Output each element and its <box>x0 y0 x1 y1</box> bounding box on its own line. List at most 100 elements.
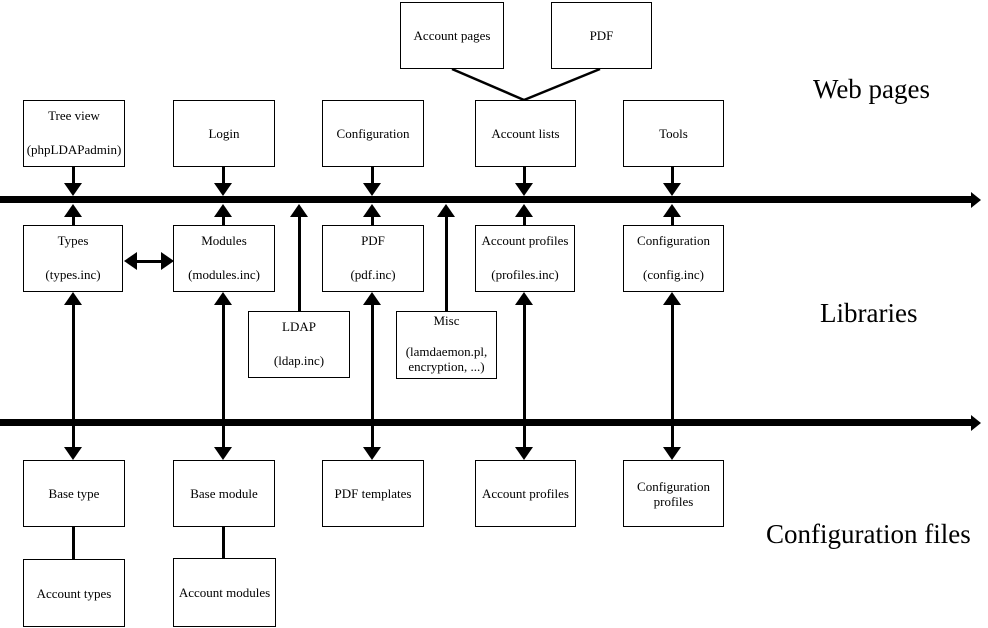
connector-bus-to-configuration-lib <box>671 217 674 225</box>
arrowhead-up-icon <box>515 292 533 305</box>
node-account-modules: Account modules <box>173 558 276 627</box>
node-account-profiles-file: Account profiles <box>475 460 576 527</box>
node-tree-view-subtitle: (phpLDAPadmin) <box>26 142 122 157</box>
arrowhead-down-icon <box>363 447 381 460</box>
arrowhead-down-icon <box>663 183 681 196</box>
node-ldap: LDAP (ldap.inc) <box>248 311 350 378</box>
connector-tree-view-to-bus <box>72 167 75 183</box>
arrowhead-down-icon <box>214 447 232 460</box>
arrowhead-up-icon <box>663 204 681 217</box>
node-account-types-label: Account types <box>36 585 112 601</box>
arrowhead-up-icon <box>663 292 681 305</box>
bus-web-to-libraries <box>0 196 971 203</box>
connector-login-to-bus <box>222 167 225 183</box>
node-configuration-profiles: Configuration profiles <box>623 460 724 527</box>
connector-bus-to-modules <box>222 217 225 225</box>
connector-profiles-lib-to-profiles-file <box>523 305 526 447</box>
arrowhead-up-icon <box>437 204 455 217</box>
node-misc-title: Misc <box>433 313 460 328</box>
arrowhead-up-icon <box>214 292 232 305</box>
node-account-lists-label: Account lists <box>491 126 560 141</box>
node-configuration-lib: Configuration (config.inc) <box>623 225 724 292</box>
arrowhead-right-icon <box>161 252 174 270</box>
arrowhead-down-icon <box>663 447 681 460</box>
layer-label-libraries: Libraries <box>820 298 918 328</box>
connector-tools-to-bus <box>671 167 674 183</box>
connector-base-type-to-account-types <box>72 527 75 559</box>
arrowhead-up-icon <box>64 204 82 217</box>
connector-modules-to-base-module <box>222 305 225 447</box>
node-base-module-label: Base module <box>190 486 258 501</box>
node-pdf-templates: PDF templates <box>322 460 424 527</box>
connector-pdf-to-pdf-templates <box>371 305 374 447</box>
connector-bus-to-account-profiles <box>523 217 526 225</box>
connector-configuration-to-bus <box>371 167 374 183</box>
node-account-profiles-file-label: Account profiles <box>481 486 569 501</box>
node-base-module: Base module <box>173 460 275 527</box>
arrowhead-down-icon <box>214 183 232 196</box>
node-modules-title: Modules <box>201 233 247 248</box>
node-configuration-page-label: Configuration <box>336 126 410 141</box>
node-types: Types (types.inc) <box>23 225 123 292</box>
connector-config-lib-to-config-profiles <box>671 305 674 447</box>
connector-bus-to-ldap <box>298 217 301 311</box>
node-pdf-page: PDF <box>551 2 652 69</box>
node-ldap-title: LDAP <box>282 319 316 334</box>
diagonal-links-to-account-lists <box>451 67 601 102</box>
node-pdf-lib-subtitle: (pdf.inc) <box>350 267 396 282</box>
node-login: Login <box>173 100 275 167</box>
arrowhead-up-icon <box>214 204 232 217</box>
node-account-types: Account types <box>23 559 125 627</box>
node-configuration-page: Configuration <box>322 100 424 167</box>
node-base-type-label: Base type <box>48 486 100 501</box>
node-account-pages-label: Account pages <box>413 28 491 43</box>
node-tree-view-title: Tree view <box>48 108 100 123</box>
connector-types-to-base-type <box>72 305 75 447</box>
node-tools-label: Tools <box>659 126 688 141</box>
node-base-type: Base type <box>23 460 125 527</box>
bus-web-to-libraries-arrow-tip-icon <box>971 192 981 208</box>
node-types-title: Types <box>57 233 89 248</box>
arrowhead-down-icon <box>515 447 533 460</box>
node-ldap-subtitle: (ldap.inc) <box>273 353 325 368</box>
arrowhead-up-icon <box>515 204 533 217</box>
connector-bus-to-types <box>72 217 75 225</box>
layer-label-configuration-files: Configuration files <box>766 519 971 549</box>
node-account-profiles-lib-subtitle: (profiles.inc) <box>491 267 559 282</box>
connector-account-lists-to-bus <box>523 167 526 183</box>
node-account-modules-label: Account modules <box>178 585 271 600</box>
node-account-profiles-lib: Account profiles (profiles.inc) <box>475 225 575 292</box>
node-types-subtitle: (types.inc) <box>45 267 101 282</box>
node-account-lists: Account lists <box>475 100 576 167</box>
node-pdf-lib: PDF (pdf.inc) <box>322 225 424 292</box>
arrowhead-up-icon <box>290 204 308 217</box>
node-configuration-profiles-label: Configuration profiles <box>637 478 710 509</box>
arrowhead-down-icon <box>64 183 82 196</box>
arrowhead-down-icon <box>515 183 533 196</box>
node-modules-subtitle: (modules.inc) <box>188 267 260 282</box>
arrowhead-left-icon <box>124 252 137 270</box>
arrowhead-down-icon <box>363 183 381 196</box>
node-account-profiles-lib-title: Account profiles <box>481 233 569 248</box>
node-pdf-page-label: PDF <box>589 28 614 43</box>
node-pdf-lib-title: PDF <box>361 233 385 248</box>
arrowhead-up-icon <box>363 292 381 305</box>
arrowhead-up-icon <box>64 292 82 305</box>
node-pdf-templates-label: PDF templates <box>334 486 412 501</box>
connector-bus-to-misc <box>445 217 448 311</box>
node-modules: Modules (modules.inc) <box>173 225 275 292</box>
node-misc: Misc (lamdaemon.pl, encryption, ...) <box>396 311 497 379</box>
arrowhead-up-icon <box>363 204 381 217</box>
node-tools: Tools <box>623 100 724 167</box>
arrowhead-down-icon <box>64 447 82 460</box>
bus-libraries-to-config-arrow-tip-icon <box>971 415 981 431</box>
node-login-label: Login <box>208 126 240 141</box>
node-configuration-lib-subtitle: (config.inc) <box>642 267 704 282</box>
connector-base-module-to-account-modules <box>222 527 225 558</box>
node-configuration-lib-title: Configuration <box>637 233 710 248</box>
bus-libraries-to-config <box>0 419 971 426</box>
layer-label-web-pages: Web pages <box>813 74 931 104</box>
node-misc-subtitle: (lamdaemon.pl, encryption, ...) <box>405 344 488 374</box>
node-tree-view: Tree view (phpLDAPadmin) <box>23 100 125 167</box>
